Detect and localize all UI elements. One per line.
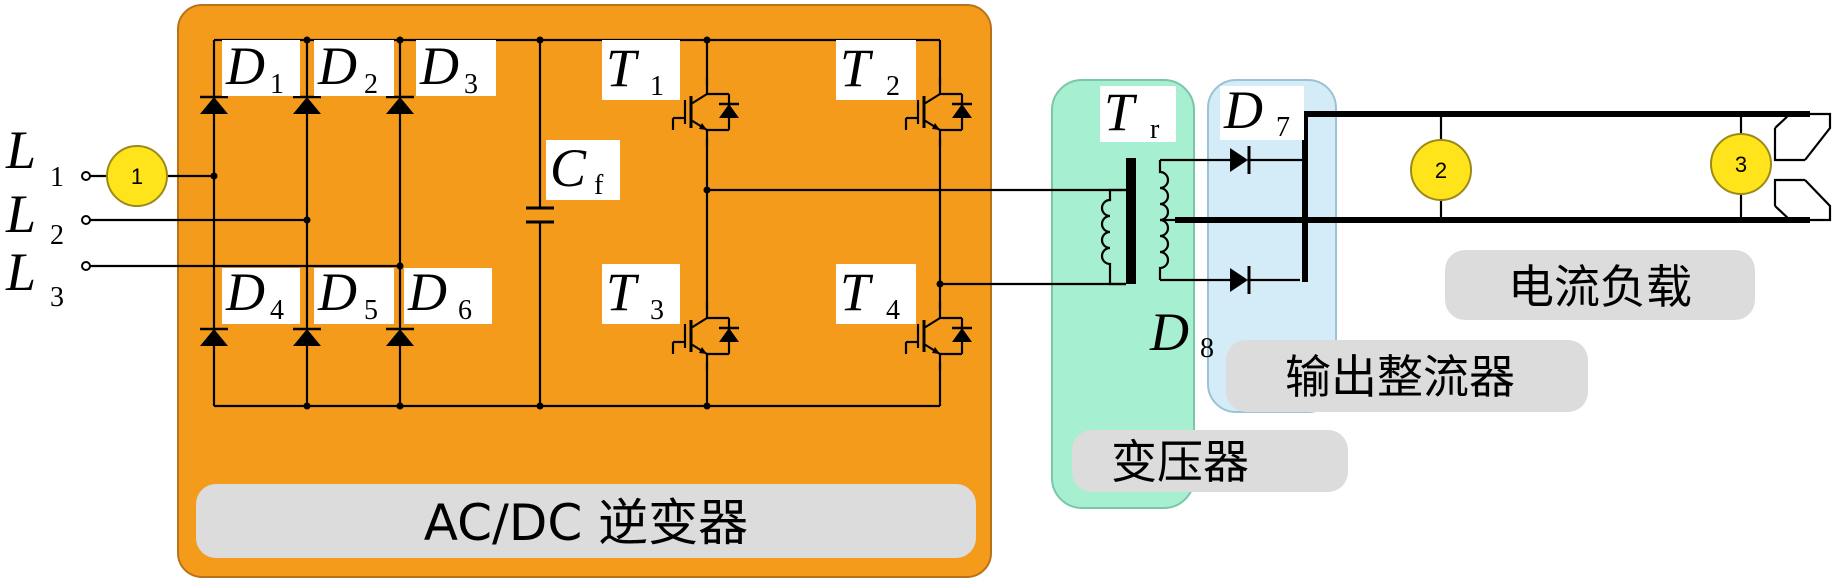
label-l2: L bbox=[5, 184, 36, 244]
label-cf-sub: f bbox=[594, 170, 604, 201]
rectifier-caption: 输出整流器 bbox=[1285, 350, 1515, 404]
meter-2: 2 bbox=[1410, 139, 1472, 201]
output-rectifier bbox=[1230, 112, 1308, 294]
label-t1-sub: 1 bbox=[650, 71, 664, 102]
load-caption: 电流负载 bbox=[1508, 260, 1692, 314]
label-t3: T bbox=[606, 262, 640, 322]
label-d3-sub: 3 bbox=[464, 69, 478, 100]
label-l2-sub: 2 bbox=[50, 220, 64, 251]
label-d2: D bbox=[317, 36, 357, 96]
igbt-t1 bbox=[671, 78, 741, 146]
output-wiring bbox=[1175, 111, 1832, 223]
diode-d4 bbox=[200, 327, 228, 346]
transformer-block bbox=[1051, 79, 1195, 509]
label-t4-sub: 4 bbox=[886, 295, 900, 326]
transformer-caption: 变压器 bbox=[1111, 435, 1249, 489]
load-caption-box bbox=[1445, 250, 1755, 320]
label-d5: D bbox=[317, 262, 357, 322]
meter-3: 3 bbox=[1710, 133, 1772, 195]
inverter-caption-box bbox=[196, 484, 976, 558]
label-tr: T bbox=[1104, 82, 1138, 142]
label-d8: D bbox=[1149, 302, 1189, 362]
igbt-switches bbox=[671, 78, 974, 370]
capacitor-cf bbox=[526, 206, 554, 224]
junction-dots bbox=[210, 36, 944, 410]
label-t4: T bbox=[840, 262, 874, 322]
label-t3-sub: 3 bbox=[650, 295, 664, 326]
label-d7: D bbox=[1223, 80, 1263, 140]
label-d5-sub: 5 bbox=[364, 295, 378, 326]
label-d3: D bbox=[419, 36, 459, 96]
label-d4-sub: 4 bbox=[270, 295, 284, 326]
label-d1: D bbox=[225, 36, 265, 96]
label-l3-sub: 3 bbox=[50, 282, 64, 313]
label-d4: D bbox=[225, 262, 265, 322]
label-t1: T bbox=[606, 38, 640, 98]
diode-d2 bbox=[293, 95, 321, 114]
label-cf: C bbox=[550, 138, 587, 198]
label-d6-sub: 6 bbox=[458, 295, 472, 326]
transformer-caption-box bbox=[1072, 430, 1348, 492]
label-l3: L bbox=[5, 242, 36, 302]
meter-3-label: 3 bbox=[1735, 152, 1747, 177]
label-l1-sub: 1 bbox=[50, 162, 64, 193]
transformer-tr bbox=[1100, 158, 1230, 286]
label-l1: L bbox=[5, 120, 36, 180]
igbt-t4 bbox=[904, 302, 974, 370]
label-t2-sub: 2 bbox=[886, 71, 900, 102]
diode-d6 bbox=[386, 327, 414, 346]
diode-d3 bbox=[386, 95, 414, 114]
label-d7-sub: 7 bbox=[1276, 112, 1290, 143]
label-d1-sub: 1 bbox=[270, 69, 284, 100]
component-labels: D 1 D 2 D 3 D 4 D 5 D 6 C f T 1 T 2 T 3 … bbox=[5, 36, 1304, 364]
diode-d5 bbox=[293, 327, 321, 346]
label-d6: D bbox=[407, 262, 447, 322]
meter-1-label: 1 bbox=[131, 164, 143, 189]
rectifier-caption-box bbox=[1226, 340, 1588, 412]
label-t2: T bbox=[840, 38, 874, 98]
bridge-diodes bbox=[200, 95, 414, 346]
inverter-caption: AC/DC 逆变器 bbox=[424, 494, 748, 552]
label-tr-sub: r bbox=[1150, 114, 1160, 145]
diode-d1 bbox=[200, 95, 228, 114]
igbt-t3 bbox=[671, 302, 741, 370]
label-d8-sub: 8 bbox=[1200, 333, 1214, 364]
meter-1: 1 bbox=[106, 145, 168, 207]
inverter-block bbox=[177, 4, 992, 578]
meter-2-label: 2 bbox=[1435, 158, 1447, 183]
label-d2-sub: 2 bbox=[364, 69, 378, 100]
input-terminals bbox=[81, 171, 91, 271]
